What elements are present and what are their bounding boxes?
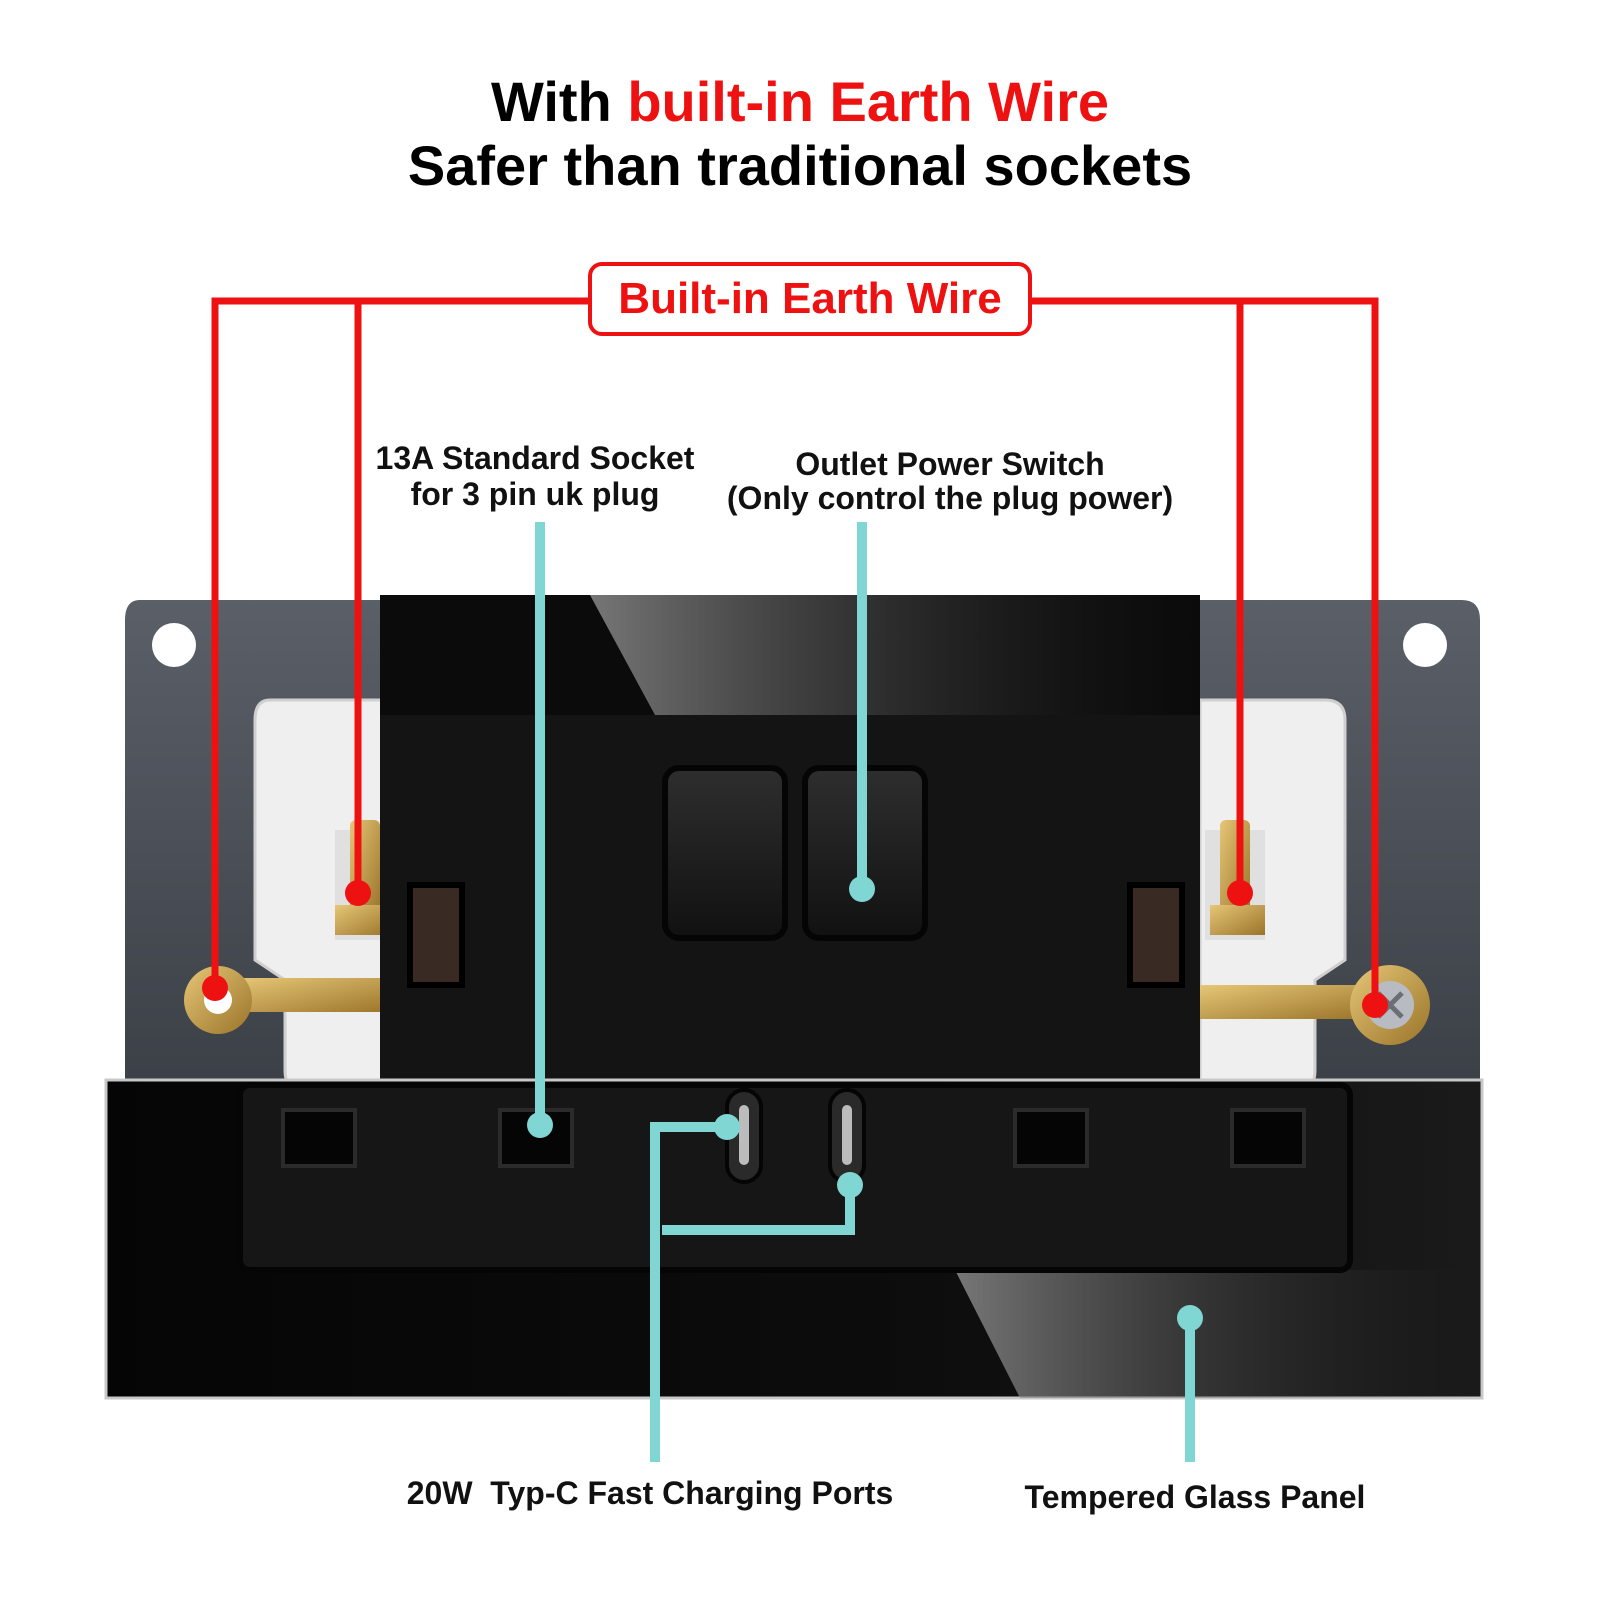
- socket-slot-1: [281, 1108, 357, 1168]
- pointer-typec-port-2: [662, 1185, 855, 1235]
- rocker-switch-left: [662, 765, 788, 941]
- pointer-dot-standard-socket: [527, 1112, 553, 1138]
- socket-slot-3: [1013, 1108, 1089, 1168]
- callout-standard-socket: 13A Standard Socket for 3 pin uk plug: [350, 440, 720, 512]
- headline-line-1: With built-in Earth Wire: [0, 70, 1600, 134]
- glass-reflection-lower: [955, 1270, 1480, 1398]
- callout-standard-socket-line-2: for 3 pin uk plug: [410, 476, 660, 512]
- pointer-dot-power-switch: [849, 876, 875, 902]
- headline-highlight: built-in Earth Wire: [627, 70, 1110, 133]
- earth-leader-left: [211, 297, 588, 993]
- usb-c-port-2: [828, 1088, 866, 1184]
- earth-point-left-screw: [345, 880, 371, 906]
- pointer-dot-glass-panel: [1177, 1305, 1203, 1331]
- earth-point-right-ring: [1362, 992, 1388, 1018]
- socket-slot-4: [1230, 1108, 1306, 1168]
- pointer-typec-port-1: [650, 1122, 727, 1462]
- headline-prefix: With: [490, 70, 612, 133]
- pointer-lines: [535, 522, 1195, 1462]
- earth-wire-label: Built-in Earth Wire: [588, 262, 1032, 336]
- socket-slot-right-upper: [1127, 882, 1185, 988]
- usb-c-port-1: [725, 1088, 763, 1184]
- callout-power-switch-line-2: (Only control the plug power): [726, 480, 1174, 516]
- pointer-dot-typec-1: [714, 1114, 740, 1140]
- mounting-hole-left: [152, 623, 196, 667]
- earth-point-right-screw: [1227, 880, 1253, 906]
- socket-face: [237, 1082, 1353, 1273]
- callout-power-switch-line-1: Outlet Power Switch: [795, 446, 1105, 482]
- callout-typec-ports: 20W Typ-C Fast Charging Ports: [406, 1475, 894, 1511]
- socket-slot-left-upper: [407, 882, 465, 988]
- earth-leader-right: [1032, 297, 1379, 1005]
- earth-wire-leaders: [211, 297, 1379, 1005]
- callout-glass-panel: Tempered Glass Panel: [1024, 1479, 1366, 1515]
- callout-power-switch: Outlet Power Switch (Only control the pl…: [710, 447, 1190, 515]
- glass-reflection-upper: [590, 595, 1200, 715]
- pointer-dot-typec-2: [837, 1172, 863, 1198]
- earth-point-left-ring: [202, 975, 228, 1001]
- callout-standard-socket-line-1: 13A Standard Socket: [375, 440, 695, 476]
- headline-line-2: Safer than traditional sockets: [407, 134, 1193, 197]
- mounting-hole-right: [1403, 623, 1447, 667]
- switch-module: [380, 715, 1200, 1085]
